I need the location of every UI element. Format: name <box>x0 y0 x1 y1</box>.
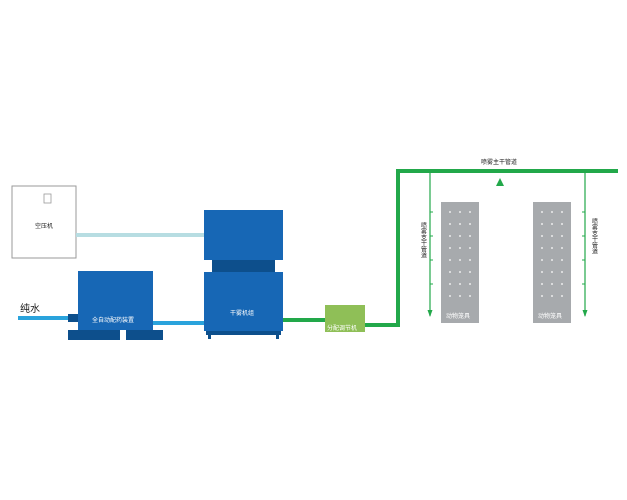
cage-vent-dot <box>561 271 563 273</box>
cage-vent-dot <box>459 271 461 273</box>
distribution-regulator-box <box>325 305 365 332</box>
cage-vent-dot <box>449 271 451 273</box>
cage-vent-dot <box>449 295 451 297</box>
dry-fog-lower-tank <box>204 272 283 331</box>
cage-vent-dot <box>469 247 471 249</box>
cage-vent-dot <box>449 283 451 285</box>
dry-fog-label: 干雾机组 <box>230 309 254 317</box>
compressor-panel <box>43 193 52 204</box>
dry-fog-mid-band <box>212 260 275 272</box>
cage-vent-dot <box>469 235 471 237</box>
cage-vent-dot <box>561 235 563 237</box>
cage-vent-dot <box>469 223 471 225</box>
animal-cage-label-left: 动物笼具 <box>446 312 470 320</box>
cage-vent-dot <box>561 283 563 285</box>
auto-dosing-base-right <box>126 330 163 340</box>
animal-cage-label-right: 动物笼具 <box>538 312 562 320</box>
cage-vent-dot <box>541 295 543 297</box>
cage-vent-dot <box>561 247 563 249</box>
cage-vent-dot <box>551 283 553 285</box>
up-arrow-icon <box>496 178 504 186</box>
auto-dosing-inlet <box>68 314 78 322</box>
cage-vent-dot <box>541 223 543 225</box>
dry-fog-upper-tank <box>204 210 283 260</box>
cage-vent-dot <box>561 211 563 213</box>
branch-pipe-label-left: 喷雾支干管道 <box>420 221 427 259</box>
animal-cage-right: 动物笼具 <box>533 202 571 323</box>
air-line <box>76 233 204 237</box>
auto-dosing-label: 全自动配药装置 <box>92 316 134 324</box>
cage-vent-dot <box>541 235 543 237</box>
main-spray-pipe <box>396 169 618 173</box>
dosing-to-fog-line <box>153 321 204 325</box>
cage-vent-dot <box>449 211 451 213</box>
pure-water-label: 纯水 <box>20 302 40 315</box>
cage-vent-dot <box>459 283 461 285</box>
cage-vent-dot <box>459 223 461 225</box>
animal-cage-left: 动物笼具 <box>441 202 479 323</box>
cage-vent-dot <box>449 247 451 249</box>
cage-vent-dot <box>459 247 461 249</box>
cage-vent-dot <box>541 271 543 273</box>
cage-vent-dot <box>449 235 451 237</box>
pure-water-line <box>18 316 78 320</box>
main-riser-pipe <box>396 169 400 327</box>
fog-to-regulator-pipe <box>283 318 325 322</box>
cage-vent-dot <box>541 211 543 213</box>
branch-pipe-label-right: 喷雾支干管道 <box>591 217 598 255</box>
cage-vent-dot <box>469 283 471 285</box>
cage-vent-dot <box>459 235 461 237</box>
cage-vent-dot <box>551 295 553 297</box>
cage-vent-dot <box>551 235 553 237</box>
dry-fog-foot-left <box>208 335 211 339</box>
auto-dosing-base-left <box>68 330 120 340</box>
compressor-label: 空压机 <box>35 222 53 230</box>
cage-vent-dot <box>459 295 461 297</box>
cage-vent-dot <box>551 247 553 249</box>
branch-arrow-right-icon <box>582 310 588 317</box>
cage-vent-dot <box>541 259 543 261</box>
cage-vent-dot <box>551 271 553 273</box>
cage-vent-dot <box>541 247 543 249</box>
cage-vent-dot <box>551 259 553 261</box>
cage-vent-dot <box>449 223 451 225</box>
cage-vent-dot <box>551 211 553 213</box>
cage-vent-dot <box>469 271 471 273</box>
branch-arrow-left-icon <box>427 310 433 317</box>
cage-vent-dot <box>541 283 543 285</box>
auto-dosing-tank <box>78 271 153 330</box>
cage-vent-dot <box>551 223 553 225</box>
regulator-out-pipe <box>365 323 399 327</box>
cage-vent-dot <box>459 259 461 261</box>
cage-vent-dot <box>561 259 563 261</box>
cage-vent-dot <box>561 223 563 225</box>
distribution-regulator-label: 分配调节机 <box>327 324 357 332</box>
cage-vent-dot <box>469 295 471 297</box>
cage-vent-dot <box>449 259 451 261</box>
cage-vent-dot <box>459 211 461 213</box>
cage-vent-dot <box>469 259 471 261</box>
dry-fog-foot-right <box>276 335 279 339</box>
dry-fog-base <box>206 331 281 335</box>
cage-vent-dot <box>561 295 563 297</box>
main-spray-pipe-label: 喷雾主干管道 <box>481 158 517 166</box>
cage-vent-dot <box>469 211 471 213</box>
